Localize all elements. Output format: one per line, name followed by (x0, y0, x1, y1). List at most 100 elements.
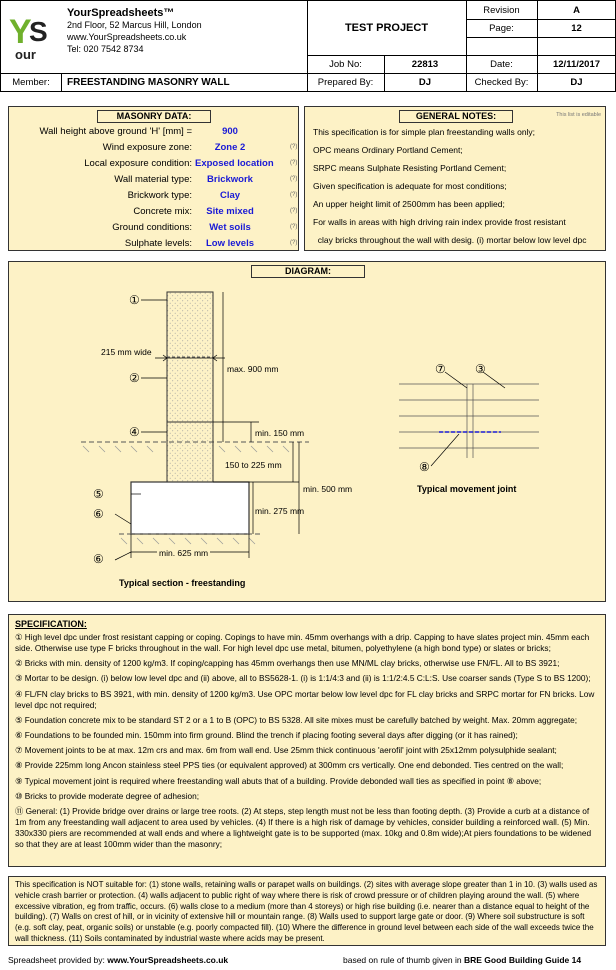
company-logo: Y S our (7, 9, 61, 63)
company-web[interactable]: www.YourSpreadsheets.co.uk (67, 32, 187, 42)
dim-min-275: min. 275 mm (255, 506, 305, 516)
footer-left: Spreadsheet provided by: www.YourSpreads… (8, 955, 228, 965)
note-line[interactable]: Given specification is adequate for most… (313, 181, 507, 191)
spec-item: ⑥ Foundations to be founded min. 150mm i… (15, 729, 518, 740)
marker-5: ⑤ (93, 487, 104, 501)
specification-title: SPECIFICATION: (15, 619, 87, 629)
footer-guide: BRE Good Building Guide 14 (463, 955, 582, 965)
note-line[interactable]: clay bricks throughout the wall with des… (313, 235, 587, 245)
help-icon[interactable]: (?) (290, 208, 298, 214)
unsuitable-text: This specification is NOT suitable for: … (15, 880, 598, 943)
spec-item: ④ FL/FN clay bricks to BS 3921, with min… (15, 688, 595, 710)
concrete-mix-value[interactable]: Site mixed (206, 206, 254, 217)
svg-text:S: S (29, 16, 48, 47)
general-notes-title: GENERAL NOTES: (399, 110, 513, 123)
footer-link[interactable]: www.YourSpreadsheets.co.uk (107, 955, 229, 965)
dim-min-500: min. 500 mm (303, 484, 353, 494)
job-label: Job No: (329, 58, 362, 70)
dim-max-900: max. 900 mm (227, 364, 279, 374)
dim-min-625: min. 625 mm (157, 548, 211, 558)
masonry-data-title: MASONRY DATA: (97, 110, 211, 123)
brick-type-label: Brickwork type: (127, 190, 192, 201)
diagram-drawing (81, 291, 539, 561)
ground-label: Ground conditions: (112, 222, 192, 233)
marker-6: ⑥ (93, 507, 104, 521)
date-label: Date: (490, 58, 513, 70)
dim-150-225: 150 to 225 mm (225, 460, 282, 470)
spec-item: ③ Mortar to be design. (i) below low lev… (15, 673, 591, 684)
wind-zone-value[interactable]: Zone 2 (214, 142, 246, 153)
sulphate-value[interactable]: Low levels (205, 238, 255, 249)
help-icon[interactable]: (?) (290, 240, 298, 246)
spec-item: ⑩ Bricks to provide moderate degree of a… (15, 790, 200, 801)
prepared-value: DJ (418, 77, 432, 88)
note-line[interactable]: This specification is for simple plan fr… (313, 127, 536, 137)
spec-item: ② Bricks with min. density of 1200 kg/m3… (15, 658, 560, 669)
marker-8: ⑧ (419, 460, 430, 474)
unsuitable-panel: This specification is NOT suitable for: … (8, 876, 606, 946)
revision-value: A (573, 4, 580, 16)
project-title: TEST PROJECT (344, 22, 429, 34)
note-line[interactable]: SRPC means Sulphate Resisting Portland C… (313, 163, 507, 173)
checked-label: Checked By: (474, 77, 529, 88)
company-address: 2nd Floor, 52 Marcus Hill, London (67, 20, 202, 30)
note-line[interactable]: OPC means Ordinary Portland Cement; (313, 145, 463, 155)
help-icon[interactable]: (?) (290, 176, 298, 182)
company-info: YourSpreadsheets™ 2nd Floor, 52 Marcus H… (67, 7, 202, 55)
svg-text:our: our (15, 47, 36, 62)
diagram-title: DIAGRAM: (251, 265, 365, 278)
spec-item: ① High level dpc under frost resistant c… (15, 632, 590, 653)
material-label: Wall material type: (114, 174, 192, 185)
exposure-value[interactable]: Exposed location (195, 158, 274, 169)
material-value[interactable]: Brickwork (207, 174, 253, 185)
brick-type-value[interactable]: Clay (219, 190, 241, 201)
spec-item: ⑤ Foundation concrete mix to be standard… (15, 714, 578, 725)
title-block: Y S our YourSpreadsheets™ 2nd Floor, 52 … (0, 0, 616, 92)
company-name: YourSpreadsheets™ (67, 7, 175, 19)
marker-7: ⑦ (435, 362, 446, 376)
help-icon[interactable]: (?) (290, 144, 298, 150)
date-value: 12/11/2017 (552, 58, 601, 70)
spec-item: ⑨ Typical movement joint is required whe… (15, 775, 542, 786)
job-value: 22813 (411, 58, 439, 70)
sulphate-label: Sulphate levels: (124, 238, 192, 249)
help-icon[interactable]: (?) (290, 192, 298, 198)
svg-text:Y: Y (9, 13, 32, 51)
page-label: Page: (489, 22, 514, 34)
exposure-label: Local exposure condition: (84, 158, 192, 169)
wind-zone-label: Wind exposure zone: (102, 142, 192, 153)
page-value: 12 (571, 22, 582, 34)
concrete-mix-label: Concrete mix: (133, 206, 192, 217)
general-notes-panel: GENERAL NOTES: This list is editable Thi… (304, 106, 606, 251)
ground-value[interactable]: Wet soils (209, 222, 251, 233)
member-label: Member: (12, 77, 50, 88)
footer-left-prefix: Spreadsheet provided by: (8, 955, 108, 965)
marker-4: ④ (129, 425, 140, 439)
member-value: FREESTANDING MASONRY WALL (67, 77, 230, 88)
spec-item: ⑧ Provide 225mm long Ancon stainless ste… (15, 760, 564, 771)
caption-section: Typical section - freestanding (119, 578, 246, 588)
specification-panel: SPECIFICATION: ① High level dpc under fr… (8, 614, 606, 867)
wall-height-label: Wall height above ground 'H' [mm] = (39, 126, 192, 137)
help-icon[interactable]: (?) (290, 160, 298, 166)
dim-215-wide: 215 mm wide (101, 347, 152, 357)
marker-3: ③ (475, 362, 486, 376)
help-icon[interactable]: (?) (290, 224, 298, 230)
dim-min-150: min. 150 mm (255, 428, 305, 438)
note-line[interactable]: An upper height limit of 2500mm has been… (313, 199, 505, 209)
editable-hint: This list is editable (556, 112, 601, 118)
spec-item: ⑪ General: (1) Provide bridge over drain… (15, 805, 592, 849)
note-line[interactable]: For walls in areas with high driving rai… (313, 217, 566, 227)
company-tel: Tel: 020 7542 8734 (67, 44, 144, 54)
prepared-label: Prepared By: (317, 77, 374, 88)
caption-joint: Typical movement joint (417, 484, 517, 494)
spec-item: ⑦ Movement joints to be at max. 12m crs … (15, 745, 557, 756)
diagram-panel: DIAGRAM: (8, 261, 606, 602)
checked-value: DJ (570, 77, 583, 88)
footer-right: based on rule of thumb given in BRE Good… (343, 955, 581, 965)
marker-1: ① (129, 293, 140, 307)
marker-2: ② (129, 371, 140, 385)
wall-height-value[interactable]: 900 (222, 126, 238, 137)
masonry-data-panel: MASONRY DATA: Wall height above ground '… (8, 106, 299, 251)
footer-right-prefix: based on rule of thumb given in (343, 955, 464, 965)
